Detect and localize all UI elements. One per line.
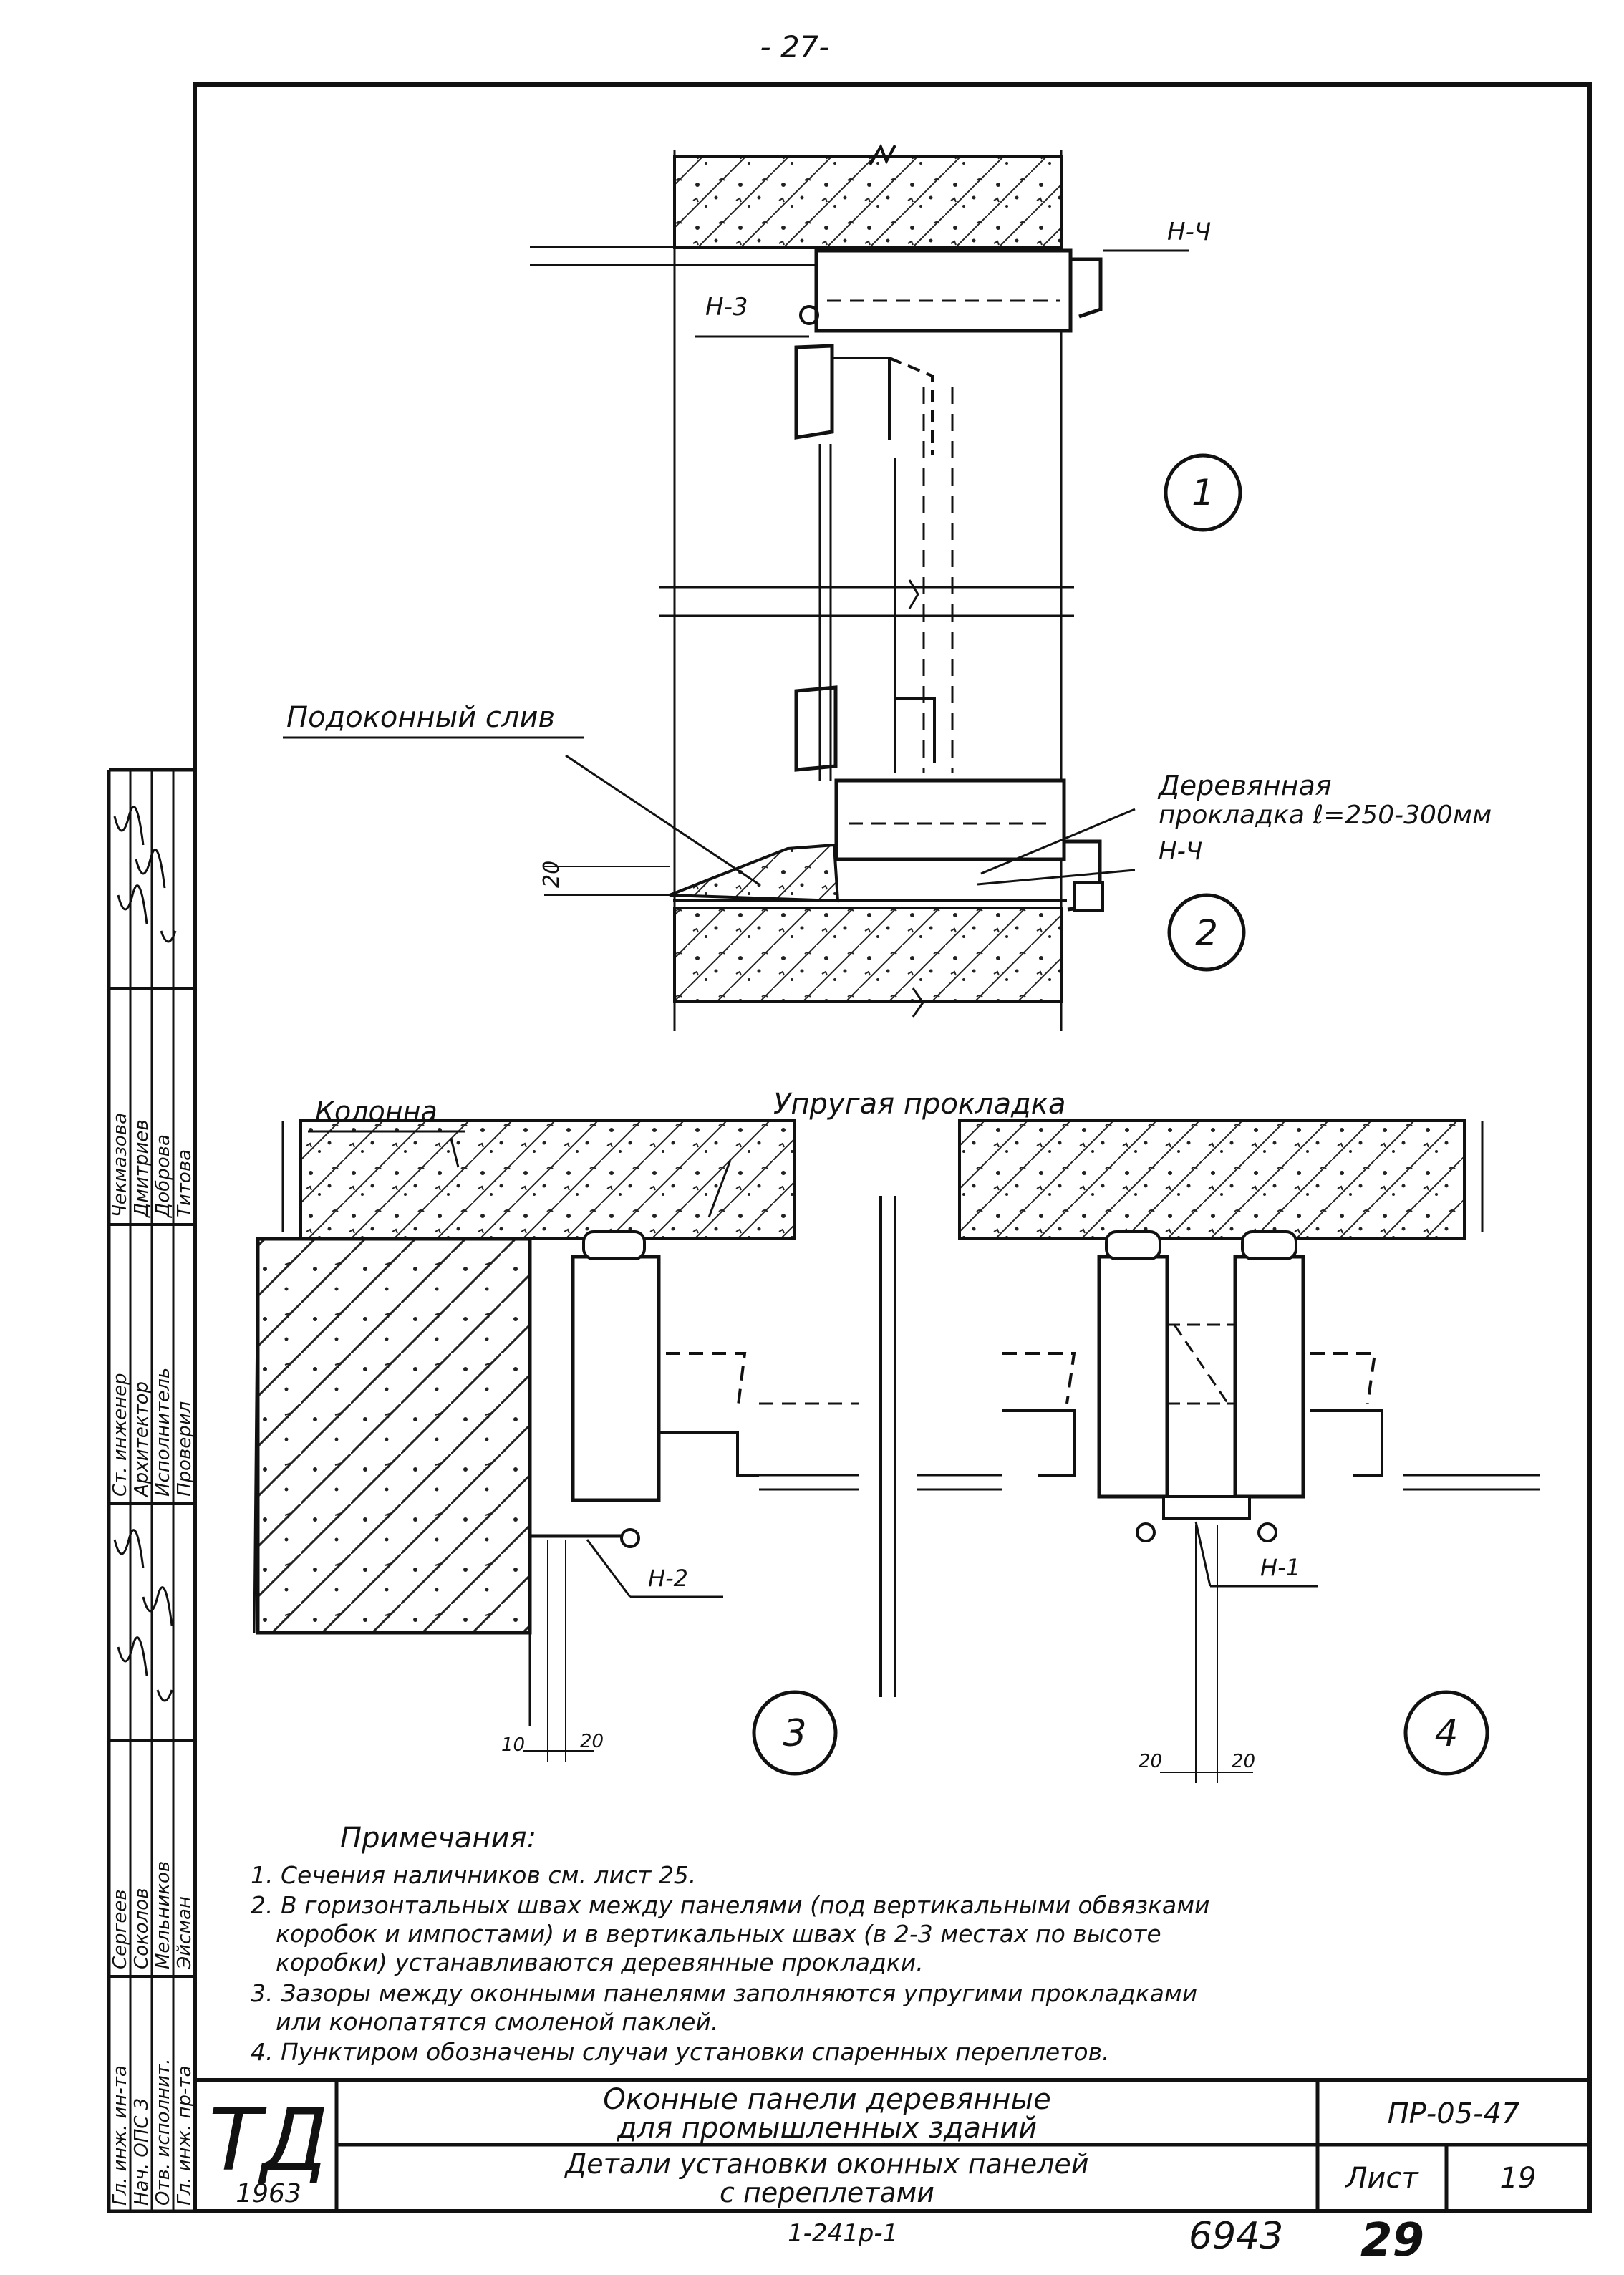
label-n2: Н-2 xyxy=(648,1565,688,1592)
detail-vertical-section xyxy=(530,143,1189,1031)
label-dim20b: 20 xyxy=(1139,1751,1162,1772)
subtitle-line-2: с переплетами xyxy=(720,2177,934,2208)
name-4: Эйсман xyxy=(174,1896,195,1970)
name2-2: Дмитриев xyxy=(131,1119,153,1218)
side-stamp xyxy=(107,768,195,2213)
title-logo: ТД xyxy=(208,2091,328,2191)
subtitle-line-1: Детали установки оконных панелей xyxy=(564,2148,1089,2180)
name2-1: Чекмазова xyxy=(110,1113,131,1217)
drawing-code: ПР-05-47 xyxy=(1388,2097,1520,2130)
label-dim20c: 20 xyxy=(1232,1751,1255,1772)
name-3: Мельников xyxy=(153,1861,174,1969)
label-uprugaya: Упругая прокладка xyxy=(773,1088,1065,1121)
note-line-4: коробки) устанавливаются деревянные прок… xyxy=(276,1948,924,1976)
label-n1: Н-1 xyxy=(1260,1554,1300,1581)
role-1: Гл. инж. ин-та xyxy=(110,2065,131,2206)
svg-text:2: 2 xyxy=(1195,912,1218,954)
callout-3: 3 xyxy=(752,1690,838,1776)
label-kolonna: Колонна xyxy=(315,1096,438,1127)
role-3: Отв. исполнит. xyxy=(153,2059,174,2206)
name-2: Соколов xyxy=(131,1888,153,1969)
position-2: Архитектор xyxy=(131,1381,153,1498)
name2-3: Доброва xyxy=(153,1134,174,1218)
footer-number: 6943 xyxy=(1189,2215,1283,2258)
label-derev-line2: прокладка ℓ=250-300мм xyxy=(1159,801,1492,830)
label-podokonny: Подоконный слив xyxy=(286,701,555,734)
label-dim10: 10 xyxy=(501,1734,525,1756)
page-number: - 27- xyxy=(760,29,829,64)
name2-4: Титова xyxy=(174,1149,195,1217)
notes-title: Примечания: xyxy=(340,1822,536,1855)
note-line-5: 3. Зазоры между оконными панелями заполн… xyxy=(251,1979,1197,2007)
title-line-1: Оконные панели деревянные xyxy=(603,2083,1050,2116)
svg-text:3: 3 xyxy=(783,1712,806,1755)
position-3: Исполнитель xyxy=(153,1368,174,1497)
notes-block: Примечания: 1. Сечения наличников см. ли… xyxy=(251,1822,1209,2066)
svg-text:1: 1 xyxy=(1192,472,1214,513)
title-line-2: для промышленных зданий xyxy=(617,2112,1037,2145)
svg-text:4: 4 xyxy=(1434,1712,1458,1755)
note-line-6: или конопатятся смоленой паклей. xyxy=(276,2008,718,2036)
label-n4-bottom: Н-Ч xyxy=(1159,837,1202,866)
label-n3: Н-3 xyxy=(705,293,748,322)
position-4: Проверил xyxy=(174,1401,195,1497)
sheet-number: 19 xyxy=(1500,2162,1537,2195)
label-derev-line1: Деревянная xyxy=(1157,770,1332,801)
name-1: Сергеев xyxy=(110,1889,131,1969)
callout-2: 2 xyxy=(1167,893,1246,972)
note-line-3: коробок и импостами) и в вертикальных шв… xyxy=(276,1920,1161,1948)
role-2: Нач. ОПС 3 xyxy=(131,2098,153,2206)
note-line-1: 1. Сечения наличников см. лист 25. xyxy=(251,1861,696,1889)
label-dim20a: 20 xyxy=(580,1731,604,1752)
label-dim20-vertical: 20 xyxy=(539,861,564,888)
position-1: Ст. инженер xyxy=(110,1373,131,1497)
detail-plan-sections xyxy=(253,1119,1540,1783)
role-4: Гл. инж. пр-та xyxy=(174,2066,195,2206)
note-line-7: 4. Пунктиром обозначены случаи установки… xyxy=(251,2038,1110,2066)
title-block xyxy=(193,2078,1592,2213)
sheet-label: Лист xyxy=(1344,2162,1419,2195)
footer-page: 29 xyxy=(1360,2214,1424,2267)
callout-4: 4 xyxy=(1403,1690,1489,1776)
label-n4-top: Н-Ч xyxy=(1167,218,1211,246)
title-year: 1963 xyxy=(236,2179,301,2208)
note-line-2: 2. В горизонтальных швах между панелями … xyxy=(251,1891,1209,1919)
footer-code: 1-241р-1 xyxy=(788,2219,898,2248)
callout-1: 1 xyxy=(1164,453,1242,532)
